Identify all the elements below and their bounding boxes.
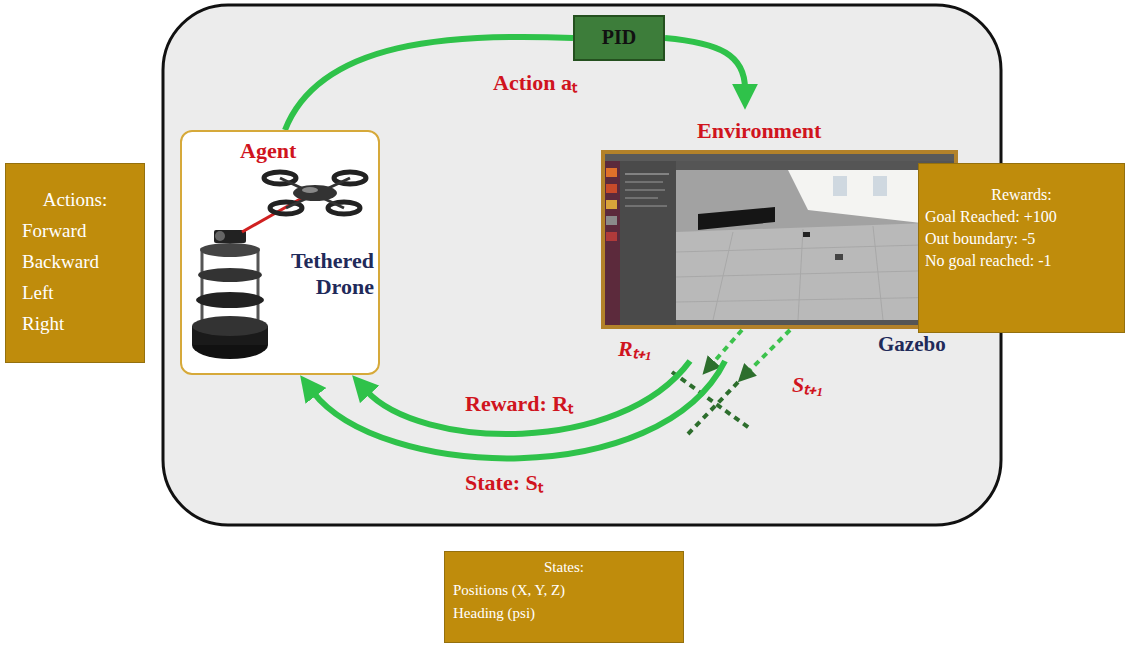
edge-label: Action aₜ bbox=[490, 70, 580, 96]
states-box: States:Positions (X, Y, Z)Heading (psi) bbox=[444, 551, 684, 643]
node-text: Backward bbox=[16, 246, 134, 277]
node-text: Positions (X, Y, Z) bbox=[453, 579, 675, 602]
node-text: Right bbox=[16, 308, 134, 339]
flow-arrow bbox=[665, 38, 745, 89]
signal-label: Rₜ₊₁ bbox=[618, 332, 652, 362]
node-text: Forward bbox=[16, 215, 134, 246]
node-text: Heading (psi) bbox=[453, 602, 675, 625]
edge-label: State: Sₜ bbox=[462, 470, 546, 496]
node-heading: States: bbox=[453, 556, 675, 579]
flow-arrow bbox=[313, 361, 725, 458]
node-text: Goal Reached: +100 bbox=[925, 206, 1118, 228]
node-heading: Actions: bbox=[16, 184, 134, 215]
node-text: Out boundary: -5 bbox=[925, 228, 1118, 250]
system-frame bbox=[163, 5, 1001, 525]
environment-node: EnvironmentGazebo bbox=[600, 110, 965, 361]
node-text: PID bbox=[575, 17, 663, 57]
rewards-box: Rewards:Goal Reached: +100Out boundary: … bbox=[918, 163, 1125, 333]
node-text: Tethered Drone bbox=[250, 248, 374, 300]
edge-label: Reward: Rₜ bbox=[462, 391, 576, 417]
flow-arrow bbox=[366, 361, 690, 434]
pid-box: PID bbox=[573, 15, 665, 61]
dashed-feedback bbox=[672, 330, 790, 434]
agent-ground bbox=[180, 130, 380, 375]
node-heading: Agent bbox=[240, 138, 296, 164]
gazebo-screenshot bbox=[603, 152, 956, 327]
node-text: Left bbox=[16, 277, 134, 308]
actions-box: Actions:ForwardBackwardLeftRight bbox=[5, 163, 145, 363]
node-text: Gazebo bbox=[878, 332, 946, 357]
node-heading: Environment bbox=[697, 118, 821, 144]
node-heading: Rewards: bbox=[925, 184, 1118, 206]
node-text: No goal reached: -1 bbox=[925, 250, 1118, 272]
agent-box: AgentTethered Drone bbox=[180, 130, 380, 375]
signal-label: Sₜ₊₁ bbox=[792, 368, 824, 398]
